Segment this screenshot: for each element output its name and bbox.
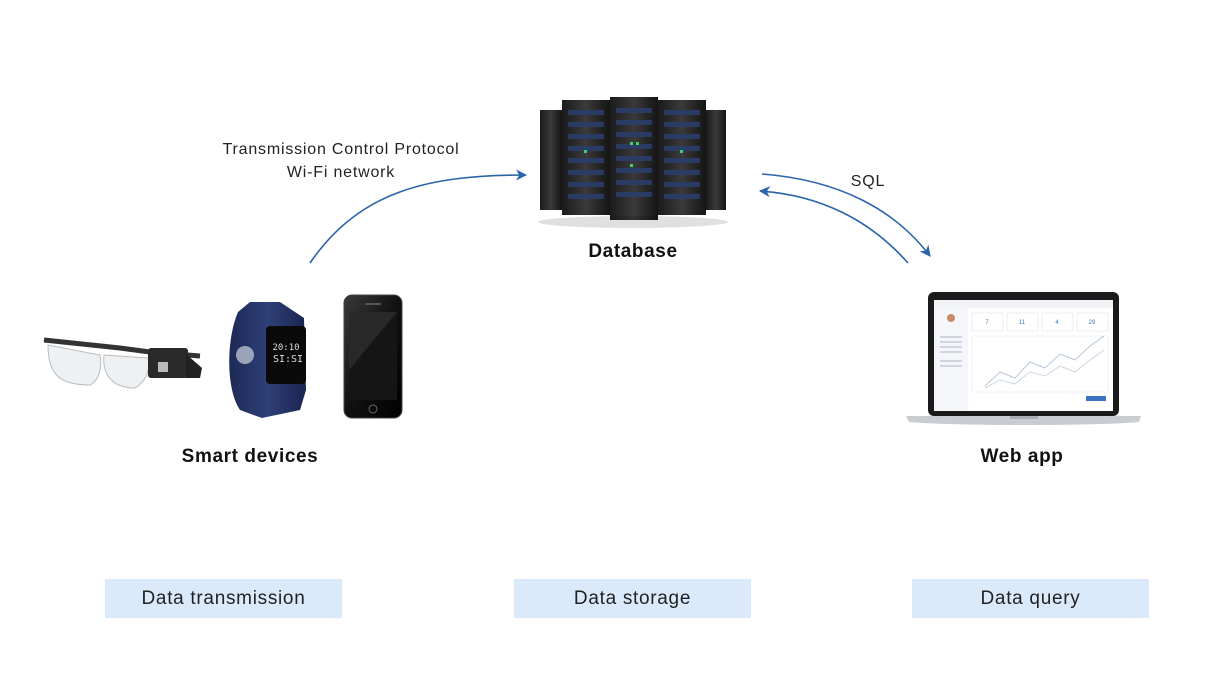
stage-label: Data query <box>980 587 1081 609</box>
smart-glasses-icon <box>43 337 202 389</box>
protocol-label-line2: Wi-Fi network <box>286 164 396 181</box>
webapp-cards: 7 11 4 29 <box>971 312 1109 332</box>
band-value-text: SI:SI <box>273 354 303 365</box>
webapp-card-value: 7 <box>985 320 989 326</box>
band-time-text: 20:10 <box>272 343 299 353</box>
server-racks-icon <box>538 97 728 228</box>
database-label: Database <box>588 241 678 262</box>
stage-label: Data transmission <box>141 587 306 609</box>
stage-data-transmission: Data transmission <box>105 579 342 618</box>
stage-data-query: Data query <box>912 579 1149 618</box>
arrow-webapp-to-database <box>758 186 909 264</box>
sql-label: SQL <box>850 173 886 190</box>
smartphone-icon <box>343 294 403 419</box>
web-app-label: Web app <box>980 446 1064 467</box>
arrow-devices-to-database <box>309 169 528 264</box>
stage-label: Data storage <box>573 587 692 609</box>
fitness-band-icon: 20:10 SI:SI <box>229 302 306 418</box>
webapp-card-value: 29 <box>1089 320 1096 326</box>
webapp-card-value: 4 <box>1055 320 1059 326</box>
laptop-icon: 7 11 4 29 <box>906 292 1141 425</box>
webapp-card-value: 11 <box>1019 320 1026 326</box>
arrow-database-to-webapp <box>761 173 931 257</box>
protocol-label-line1: Transmission Control Protocol <box>222 141 460 158</box>
stage-data-storage: Data storage <box>514 579 751 618</box>
smart-devices-label: Smart devices <box>181 446 319 467</box>
